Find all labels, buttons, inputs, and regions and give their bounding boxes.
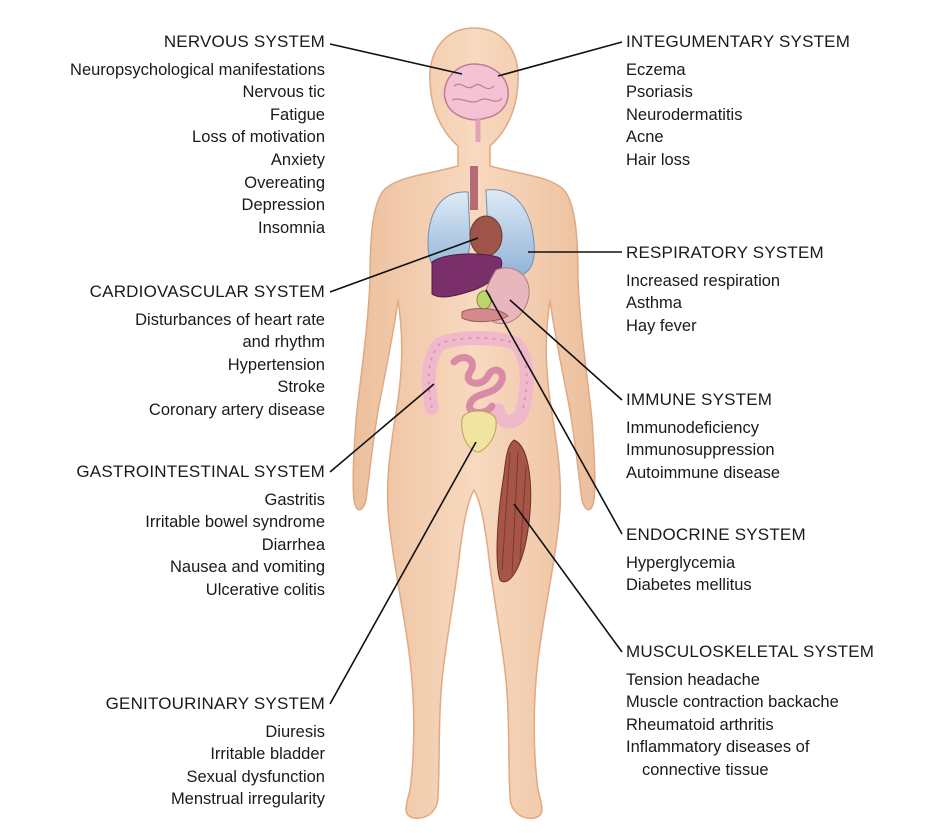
- integumentary-system-heading: INTEGUMENTARY SYSTEM: [626, 32, 851, 51]
- thigh-muscle: [496, 439, 532, 583]
- integumentary-item: Eczema: [626, 60, 686, 79]
- respiratory-system-group: RESPIRATORY SYSTEM Increased respiration…: [626, 242, 824, 337]
- nervous-item: Nervous tic: [242, 83, 325, 102]
- endocrine-item: Hyperglycemia: [626, 553, 736, 572]
- leader-line-gastrointestinal: [329, 383, 435, 473]
- leader-line-nervous: [329, 43, 463, 75]
- immune-item: Immunodeficiency: [626, 418, 759, 437]
- nervous-item: Fatigue: [269, 105, 325, 124]
- cardiovascular-item: Disturbances of heart rate: [135, 310, 325, 329]
- musculoskeletal-item: Rheumatoid arthritis: [626, 715, 774, 734]
- cardiovascular-item: Hypertension: [227, 355, 325, 374]
- gastrointestinal-item: Gastritis: [264, 490, 325, 509]
- gastrointestinal-item: Nausea and vomiting: [169, 558, 325, 577]
- nervous-system-heading: NERVOUS SYSTEM: [163, 32, 325, 51]
- leader-line-integumentary: [497, 41, 623, 77]
- musculoskeletal-system-heading: MUSCULOSKELETAL SYSTEM: [626, 642, 875, 661]
- integumentary-item: Hair loss: [626, 150, 691, 169]
- gastrointestinal-item: Diarrhea: [261, 535, 325, 554]
- cardiovascular-system-group: CARDIOVASCULAR SYSTEM Disturbances of he…: [90, 281, 325, 422]
- nervous-item: Depression: [241, 196, 325, 215]
- nervous-system-group: NERVOUS SYSTEM Neuropsychological manife…: [70, 31, 325, 239]
- cardiovascular-item: Stroke: [277, 378, 325, 397]
- cardiovascular-item: Coronary artery disease: [148, 400, 325, 419]
- immune-item: Immunosuppression: [626, 441, 775, 460]
- genitourinary-system-heading: GENITOURINARY SYSTEM: [105, 694, 325, 713]
- respiratory-system-heading: RESPIRATORY SYSTEM: [626, 243, 824, 262]
- musculoskeletal-item: Tension headache: [626, 670, 760, 689]
- gastrointestinal-item: Ulcerative colitis: [205, 580, 325, 599]
- genitourinary-item: Menstrual irregularity: [170, 790, 325, 809]
- leader-line-endocrine: [485, 289, 623, 535]
- cardiovascular-item: and rhythm: [242, 333, 325, 352]
- endocrine-item: Diabetes mellitus: [626, 576, 752, 595]
- respiratory-item: Increased respiration: [626, 271, 781, 290]
- small-intestine: [450, 354, 506, 416]
- nervous-item: Loss of motivation: [192, 128, 325, 147]
- leader-line-musculoskeletal: [513, 503, 623, 653]
- immune-system-heading: IMMUNE SYSTEM: [626, 390, 773, 409]
- genitourinary-system-group: GENITOURINARY SYSTEM Diuresis Irritable …: [106, 693, 325, 811]
- musculoskeletal-item: connective tissue: [642, 760, 769, 779]
- brain: [443, 63, 509, 142]
- pancreas: [461, 308, 509, 323]
- genitourinary-item: Sexual dysfunction: [186, 767, 325, 786]
- endocrine-system-group: ENDOCRINE SYSTEM Hyperglycemia Diabetes …: [626, 524, 806, 597]
- nervous-item: Neuropsychological manifestations: [70, 60, 325, 79]
- nervous-item: Overeating: [244, 173, 325, 192]
- integumentary-item: Neurodermatitis: [626, 105, 743, 124]
- gastrointestinal-item: Irritable bowel syndrome: [145, 513, 325, 532]
- leader-line-immune: [509, 299, 623, 401]
- musculoskeletal-item: Inflammatory diseases of: [626, 738, 810, 757]
- gastrointestinal-system-group: GASTROINTESTINAL SYSTEM Gastritis Irrita…: [76, 461, 325, 602]
- musculoskeletal-system-group: MUSCULOSKELETAL SYSTEM Tension headache …: [626, 641, 874, 782]
- leader-line-cardiovascular: [329, 237, 479, 293]
- immune-item: Autoimmune disease: [626, 463, 781, 482]
- cardiovascular-system-heading: CARDIOVASCULAR SYSTEM: [89, 282, 325, 301]
- immune-system-group: IMMUNE SYSTEM Immunodeficiency Immunosup…: [626, 389, 780, 484]
- musculoskeletal-item: Muscle contraction backache: [626, 693, 839, 712]
- nervous-item: Insomnia: [258, 218, 325, 237]
- genitourinary-item: Irritable bladder: [210, 745, 325, 764]
- leader-line-genitourinary: [329, 441, 477, 705]
- heart: [469, 215, 503, 257]
- integumentary-item: Psoriasis: [626, 83, 693, 102]
- integumentary-system-group: INTEGUMENTARY SYSTEM Eczema Psoriasis Ne…: [626, 31, 850, 172]
- respiratory-item: Hay fever: [626, 316, 697, 335]
- leader-lines: [329, 41, 623, 705]
- endocrine-system-heading: ENDOCRINE SYSTEM: [626, 525, 806, 544]
- integumentary-item: Acne: [626, 128, 664, 147]
- respiratory-item: Asthma: [626, 294, 682, 313]
- nervous-item: Anxiety: [270, 150, 325, 169]
- gastrointestinal-system-heading: GASTROINTESTINAL SYSTEM: [76, 462, 325, 481]
- bladder: [461, 410, 497, 453]
- genitourinary-item: Diuresis: [265, 722, 325, 741]
